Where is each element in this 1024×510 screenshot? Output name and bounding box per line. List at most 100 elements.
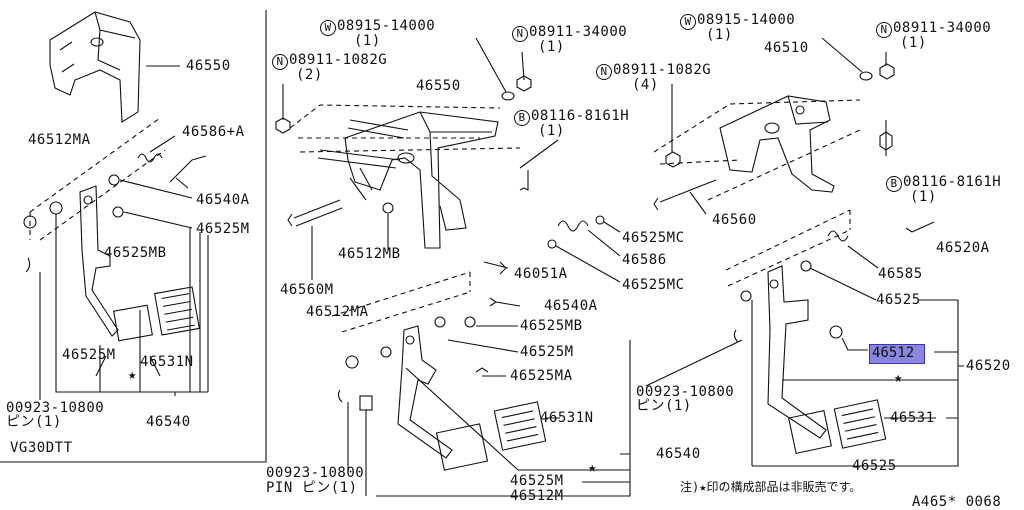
mid-b1-qty: (1) (538, 123, 565, 139)
right-nut-2 (665, 151, 681, 168)
right-pedal-arm (767, 265, 833, 455)
label-46520: 46520 (966, 358, 1011, 374)
mid-nut (516, 75, 532, 92)
footnote: 注)★印の構成部品は非販売です。 (680, 480, 862, 494)
mid-leader-b1 (519, 139, 559, 169)
label-46550-mid: 46550 (416, 78, 461, 94)
label-46512MB: 46512MB (338, 246, 401, 262)
label-pin-mid: PIN ピン(1) (266, 480, 358, 496)
highlight-46512[interactable] (869, 344, 925, 364)
label-46540-mid: 46540 (656, 446, 701, 462)
label-46525M: 46525M (196, 221, 250, 237)
label-pin-right: ピン(1) (636, 398, 692, 414)
right-n1-qty: (1) (900, 35, 927, 51)
label-46540A: 46540A (196, 192, 250, 208)
left-bushing-b (112, 206, 124, 218)
label-46560: 46560 (712, 212, 757, 228)
label-00923-mid: 00923-10800 (266, 465, 365, 481)
mid-bolt-46540A (489, 297, 521, 307)
mid-bush-b (380, 346, 392, 358)
label-46531: 46531 (890, 410, 935, 426)
star-right: ★ (894, 370, 903, 386)
nut-symbol: N (876, 22, 892, 38)
right-n2-qty: (4) (632, 77, 659, 93)
label-46525MA-mid: 46525MA (510, 368, 573, 384)
label-pin-left: ピン(1) (6, 414, 62, 430)
bolt-symbol: B (886, 176, 902, 192)
nut-symbol: N (512, 26, 528, 42)
label-46531N-mid: 46531N (540, 410, 594, 426)
right-bolt-46560 (653, 179, 717, 211)
label-00923-left: 00923-10800 (6, 400, 105, 416)
label-46531N: 46531N (140, 354, 194, 370)
left-bush-c (49, 201, 63, 215)
mid-spring-46586 (557, 220, 589, 232)
label-46051A: 46051A (514, 266, 568, 282)
label-46586A: 46586+A (182, 124, 245, 140)
right-leader-w1 (821, 37, 863, 73)
left-bracket-46550 (49, 11, 141, 123)
washer-symbol: W (320, 20, 336, 36)
mid-bolt (519, 170, 529, 191)
right-pin (733, 329, 739, 343)
label-46510: 46510 (764, 40, 809, 56)
label-46525MC: 46525MC (622, 230, 685, 246)
right-w1-qty: (1) (706, 27, 733, 43)
label-46525MB-mid: 46525MB (520, 318, 583, 334)
label-46540A-mid: 46540A (544, 298, 598, 314)
label-46525M-mid-b: 46525M (510, 473, 564, 489)
label-46512M: 46512M (510, 488, 564, 504)
label-46512MA: 46512MA (28, 132, 91, 148)
mid-washer (501, 91, 515, 101)
label-46520A: 46520A (936, 240, 990, 256)
label-46550: 46550 (186, 58, 231, 74)
mid-n1-qty: (1) (538, 39, 565, 55)
mid-w1-qty: (1) (354, 33, 381, 49)
mid-bush-46525MC-b (547, 239, 557, 249)
mid-bolt-46560M (287, 199, 343, 227)
right-bolt-46520A (905, 221, 935, 233)
mid-bush-46512MB (382, 202, 394, 214)
mid-leader-n1 (521, 51, 525, 81)
left-spring (137, 153, 163, 163)
right-bush (800, 260, 812, 272)
diagram-code: A465* 0068 (912, 494, 1002, 510)
mid-clip (475, 367, 489, 373)
label-46525M-b: 46525M (62, 347, 116, 363)
bolt-symbol: B (514, 110, 530, 126)
label-00923-right: 00923-10800 (636, 384, 735, 400)
left-pad (154, 286, 200, 336)
right-washer (859, 71, 873, 81)
left-pedal-arm (79, 185, 153, 342)
label-46525M-mid: 46525M (520, 344, 574, 360)
mid-stopper (359, 395, 373, 411)
right-bush-b (740, 290, 752, 302)
label-46512[interactable]: 46512 (872, 345, 915, 361)
engine-label: VG30DTT (10, 440, 73, 456)
left-bushing-a (108, 174, 120, 186)
mid-bush-d (464, 316, 476, 328)
right-nut (879, 63, 895, 80)
left-dashed-guide (29, 117, 166, 241)
star-mid: ★ (588, 460, 597, 476)
right-bracket-46510 (719, 95, 835, 193)
nut-symbol: N (272, 54, 288, 70)
mid-bolt-46051A (483, 261, 509, 275)
right-bush-46512 (829, 325, 843, 339)
mid-leader-w1 (475, 37, 507, 93)
left-nut (23, 215, 37, 229)
washer-symbol: W (680, 14, 696, 30)
right-b1-qty: (1) (910, 189, 937, 205)
mid-bush-c (434, 316, 446, 328)
left-panel-border (0, 10, 267, 463)
left-bolt (169, 155, 207, 189)
